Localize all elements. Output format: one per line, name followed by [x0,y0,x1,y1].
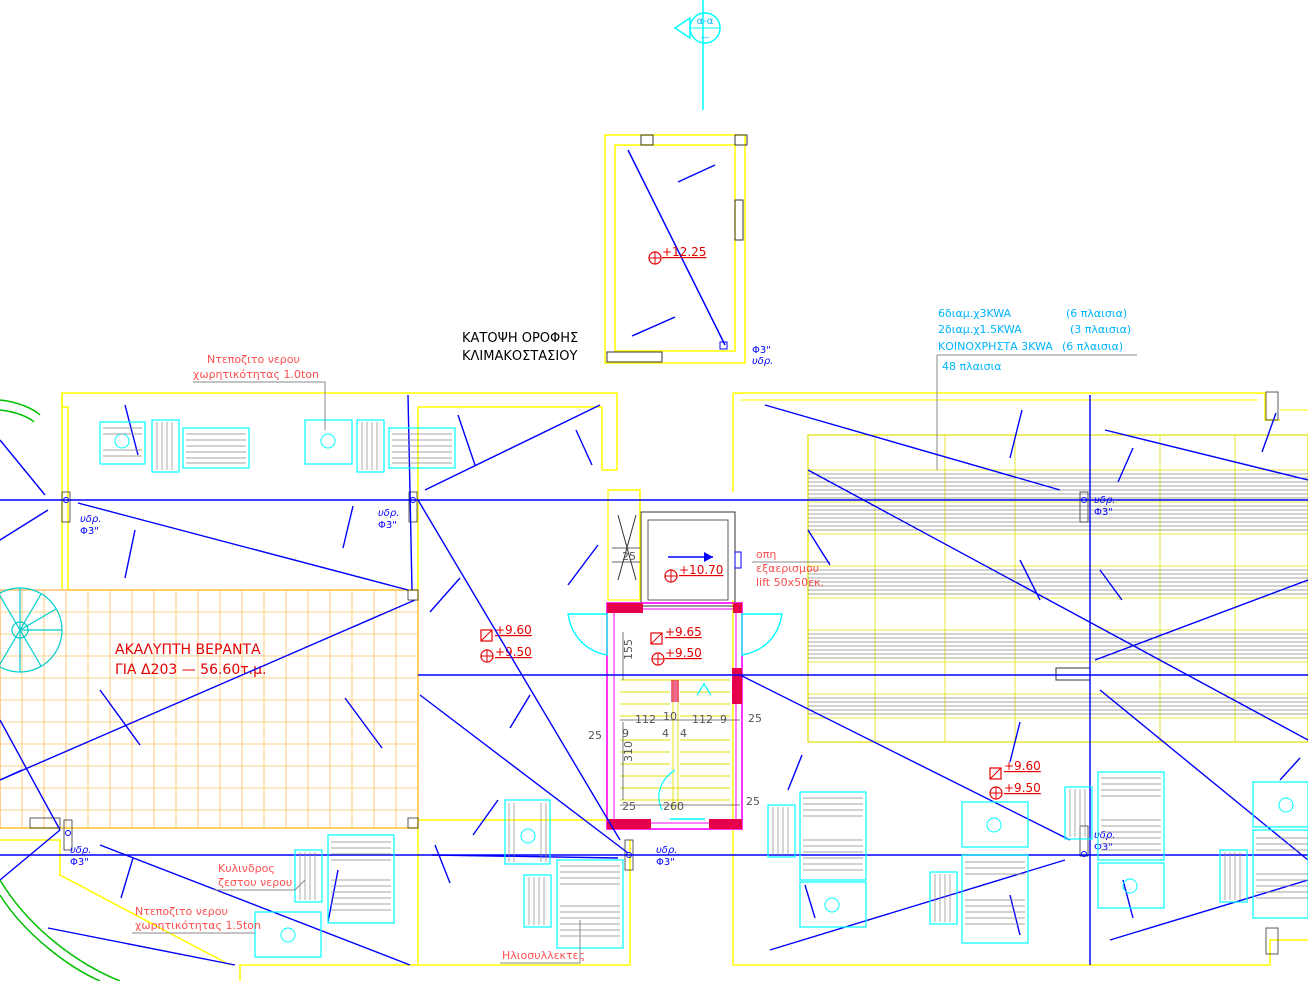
annotations: Ντεποζιτο νερου χωρητικότητας 1.0ton Κυλ… [132,353,585,964]
solar-note-line2b: (3 πλαισια) [1070,323,1131,336]
solar-note-total: 48 πλαισια [942,360,1002,373]
drain-phi-2: Φ3" [378,520,397,531]
solar-note-line1: 6διαμ.χ3KWA [938,307,1012,320]
dim-25-left: 25 [588,729,602,742]
spiral-stair [0,587,63,673]
misc-details [29,391,1279,955]
dim-310: 310 [622,741,635,762]
dim-112-right: 112 [692,713,713,726]
collector-group-left-bottom [254,799,624,958]
solar-note-line3: ΚΟΙΝΟΧΡΗΣΤΑ 3KWA [938,340,1053,353]
dim-9-right: 9 [720,713,727,726]
plan-title-line2: ΚΛΙΜΑΚΟΣΤΑΣΙΟΥ [462,349,577,364]
dim-4-right: 4 [680,727,687,740]
lift-note-line1: οπη [756,548,776,561]
drain-udr-1: υδρ. [80,514,101,525]
collector-group-right-bottom [767,771,1308,944]
drain-udr: υδρ. [752,356,773,367]
drain-phi-6: Φ3" [1094,842,1113,853]
section-label-top: α-α [697,16,714,27]
level-960-right: +9.60 [1004,759,1041,773]
solar-array [807,434,1308,743]
drain-phi-3: Φ3" [1094,507,1113,518]
dim-25-lift: 25 [622,550,636,563]
drain-udr-4: υδρ. [70,845,91,856]
dim-25-bottom-left: 25 [622,800,636,813]
solar-note-line2: 2διαμ.χ1.5KWA [938,323,1022,336]
staircase: 155 112 10 112 9 25 25 9 4 4 310 25 260 … [567,602,783,830]
dim-155: 155 [622,639,635,660]
dim-25-bottom-right: 25 [746,795,760,808]
collector-group-left-top [99,419,456,473]
tank-bottom-line1: Ντεποζιτο νερου [135,905,228,918]
drain-phi-4: Φ3" [70,857,89,868]
section-marker: α-α — [673,0,721,110]
drain-phi: Φ3" [752,345,771,356]
level-950-stair: +9.50 [665,646,702,660]
solar-note-line3b: (6 πλαισια) [1062,340,1123,353]
level-1070: +10.70 [679,563,723,577]
lift-note-line2: εξαερισμου [756,562,819,575]
drain-phi-5: Φ3" [656,857,675,868]
drain-udr-6: υδρ. [1094,830,1115,841]
drain-udr-5: υδρ. [656,845,677,856]
veranda-label-line2: ΓΙΑ Δ203 — 56.60τ.μ. [115,662,266,678]
dim-9-left: 9 [622,727,629,740]
level-960-left: +9.60 [495,623,532,637]
level-markers: +12.25 +10.70 +9.60 +9.50 +9.65 +9.50 +9… [480,245,1041,800]
cylinder-line1: Κυλινδρος [218,862,275,875]
tank-bottom-line2: χωρητικότητας 1.5ton [135,919,261,932]
dim-112-left: 112 [635,713,656,726]
level-965: +9.65 [665,625,702,639]
cylinder-line2: ζεστου νερου [218,876,292,889]
dim-260: 260 [663,800,684,813]
level-950-left: +9.50 [495,645,532,659]
dim-25-right: 25 [748,712,762,725]
solar-note: 6διαμ.χ3KWA (6 πλαισια) 2διαμ.χ1.5KWA (3… [936,307,1137,470]
dim-4-left: 4 [662,727,669,740]
veranda-grid: ΑΚΑΛΥΠΤΗ ΒΕΡΑΝΤΑ ΓΙΑ Δ203 — 56.60τ.μ. [0,589,419,829]
lift-note-line3: lift 50x50εκ. [756,576,824,589]
section-label-bottom: — [701,33,710,43]
plan-title-line1: ΚΑΤΟΨΗ ΟΡΟΦΗΣ [462,331,578,346]
tank-top-line1: Ντεποζιτο νερου [207,353,300,366]
level-1225: +12.25 [662,245,706,259]
flow-arrows [0,404,1301,936]
drain-phi-1: Φ3" [80,526,99,537]
dim-10: 10 [663,710,677,723]
solar-note-line1b: (6 πλαισια) [1066,307,1127,320]
veranda-label-line1: ΑΚΑΛΥΠΤΗ ΒΕΡΑΝΤΑ [115,642,261,658]
slope-lines [0,394,1308,966]
collectors-label: Ηλιοσυλλεκτες [502,949,585,962]
level-950-right: +9.50 [1004,781,1041,795]
tank-top-line2: χωρητικότητας 1.0ton [193,368,319,381]
drain-udr-2: υδρ. [378,508,399,519]
stair-roof-room: Φ3" υδρ. [604,134,773,367]
lift-block: 25 οπη εξαερισμου lift 50x50εκ. [607,489,830,607]
